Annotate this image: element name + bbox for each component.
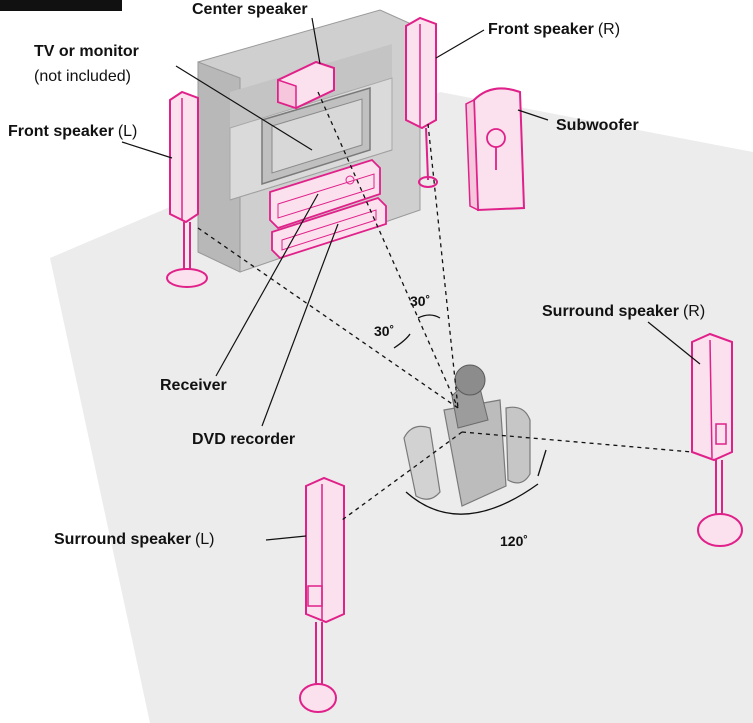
label-surround-speaker-right: Surround speaker(R): [542, 303, 705, 320]
label-surround-left-name: Surround speaker: [54, 531, 191, 548]
label-front-left-name: Front speaker: [8, 123, 114, 140]
center-speaker: [277, 60, 335, 110]
label-receiver: Receiver: [160, 377, 227, 394]
front-speaker-right: [405, 16, 438, 188]
angle-surround: 120˚: [500, 533, 528, 549]
dvd-recorder: [271, 196, 387, 260]
label-center-speaker: Center speaker: [192, 1, 308, 18]
label-surround-left-suffix: (L): [195, 531, 215, 548]
angle-arcs: [393, 314, 547, 515]
label-front-speaker-left: Front speaker(L): [8, 123, 137, 140]
angle-front-right: 30˚: [410, 293, 430, 309]
label-dvd-recorder: DVD recorder: [192, 431, 295, 448]
angle-front-left: 30˚: [374, 323, 394, 339]
label-subwoofer: Subwoofer: [556, 117, 639, 134]
front-speaker-left: [166, 90, 208, 288]
listener-chair: [403, 364, 531, 507]
label-front-right-name: Front speaker: [488, 21, 594, 38]
subwoofer: [465, 87, 526, 212]
leader-lines: [121, 17, 701, 541]
label-front-right-suffix: (R): [598, 21, 620, 38]
label-tv-not-included: (not included): [34, 68, 131, 85]
receiver: [269, 158, 381, 230]
tv-monitor: [261, 86, 371, 186]
surround-speaker-right: [691, 332, 743, 547]
dashed-lines: [197, 91, 693, 521]
corner-tab: [0, 0, 122, 11]
label-front-speaker-right: Front speaker(R): [488, 21, 620, 38]
label-surround-right-name: Surround speaker: [542, 303, 679, 320]
label-surround-speaker-left: Surround speaker(L): [54, 531, 215, 548]
label-front-left-suffix: (L): [118, 123, 138, 140]
label-tv-monitor: TV or monitor: [34, 43, 139, 60]
surround-speaker-left: [299, 476, 345, 713]
label-surround-right-suffix: (R): [683, 303, 705, 320]
